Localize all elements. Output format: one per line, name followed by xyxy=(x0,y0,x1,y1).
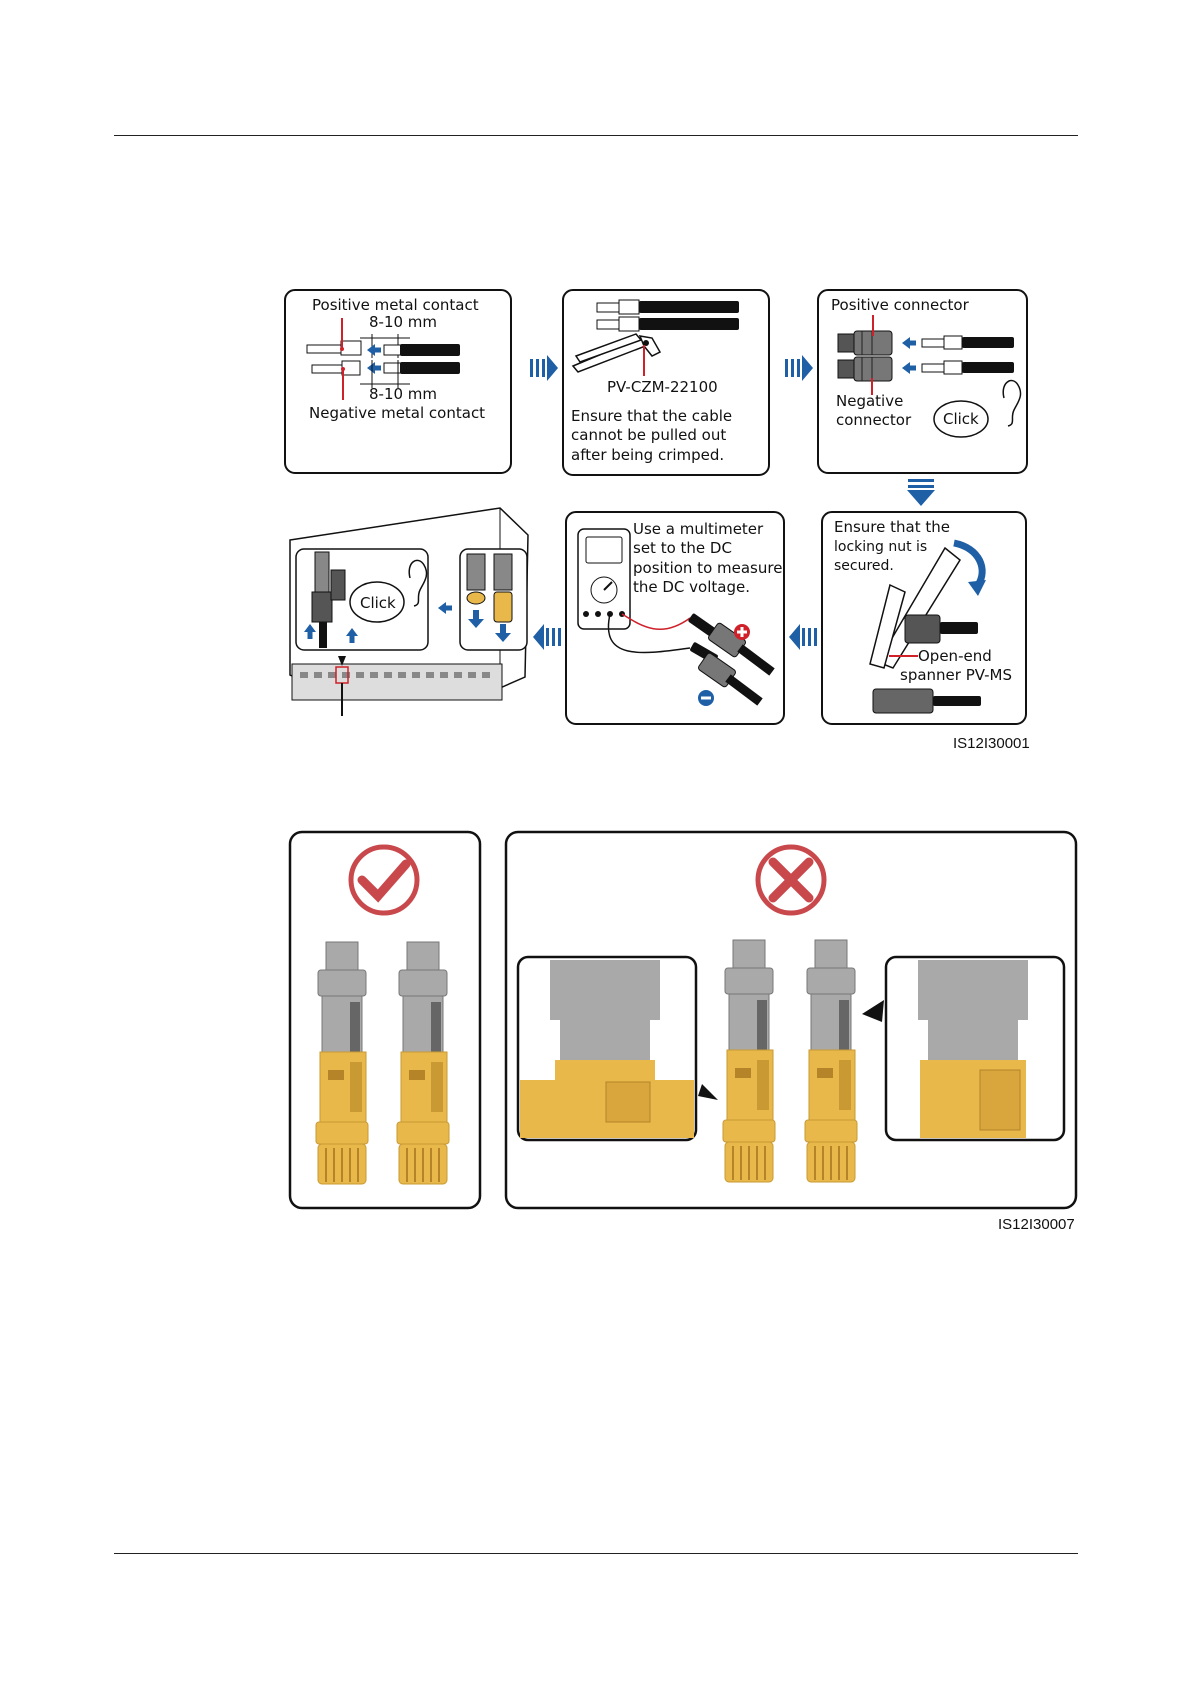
connector-incorrect-1 xyxy=(722,939,776,1183)
label-negative-metal-contact: Negative metal contact xyxy=(309,404,485,422)
label-positive-metal-contact: Positive metal contact xyxy=(312,296,479,314)
figure-id-1: IS12I30001 xyxy=(953,735,1030,752)
footer-rule xyxy=(114,1553,1078,1554)
connector-incorrect-2 xyxy=(804,939,858,1183)
label-positive-connector: Positive connector xyxy=(831,296,970,314)
label-dim-top: 8-10 mm xyxy=(369,313,437,331)
arrow-right-icon xyxy=(785,355,813,381)
label-crimp-note-3: after being crimped. xyxy=(571,446,724,464)
label-multimeter-2: set to the DC xyxy=(633,539,732,557)
check-circle-icon xyxy=(348,844,420,916)
arrow-right-icon xyxy=(530,355,558,381)
panel-crimping: PV-CZM-22100 Ensure that the cable canno… xyxy=(562,289,770,476)
speech-bubble-icon xyxy=(933,400,989,438)
speech-bubble-icon xyxy=(349,581,405,623)
label-crimp-tool: PV-CZM-22100 xyxy=(607,378,718,396)
panel-incorrect xyxy=(504,830,1078,1210)
label-multimeter-4: the DC voltage. xyxy=(633,578,750,596)
ear-icon xyxy=(408,559,428,607)
label-spanner-2: spanner PV-MS xyxy=(900,666,1012,684)
label-click: Click xyxy=(943,410,979,428)
connector-correct-2 xyxy=(396,941,450,1185)
label-dim-bottom: 8-10 mm xyxy=(369,385,437,403)
figure-connector-check xyxy=(288,830,1078,1210)
arrow-left-icon xyxy=(367,344,381,356)
arrow-left-icon xyxy=(789,624,817,650)
label-multimeter-3: position to measure xyxy=(633,559,782,577)
panel-tighten-nut: Ensure that the locking nut is secured. … xyxy=(821,511,1027,725)
panel-connector-insert: Positive connector Negative connector Cl… xyxy=(817,289,1028,474)
ear-icon xyxy=(1002,379,1022,427)
arrow-left-icon xyxy=(367,362,381,374)
label-negative-connector-2: connector xyxy=(836,411,912,429)
arrow-left-icon xyxy=(902,337,916,349)
label-tighten-note-2: locking nut is xyxy=(834,539,927,555)
label-negative-connector-1: Negative xyxy=(836,392,903,410)
arrow-left-icon xyxy=(902,362,916,374)
panel-correct xyxy=(288,830,482,1210)
panel-metal-contacts: Positive metal contact 8-10 mm 8-10 mm N… xyxy=(284,289,512,474)
figure-connector-installation: Positive metal contact 8-10 mm 8-10 mm N… xyxy=(284,289,1028,725)
label-click-inverter: Click xyxy=(360,594,396,612)
label-crimp-note-2: cannot be pulled out xyxy=(571,426,726,444)
arrow-down-icon xyxy=(907,479,935,506)
arrow-left-icon xyxy=(533,624,561,650)
cross-circle-icon xyxy=(755,844,827,916)
panel-inverter: Click xyxy=(289,507,529,716)
label-crimp-note-1: Ensure that the cable xyxy=(571,407,732,425)
panel-multimeter: Use a multimeter set to the DC position … xyxy=(565,511,785,725)
label-tighten-note-1: Ensure that the xyxy=(834,518,950,536)
header-rule xyxy=(114,135,1078,136)
label-spanner-1: Open-end xyxy=(918,647,992,665)
connector-correct-1 xyxy=(315,941,369,1185)
label-multimeter-1: Use a multimeter xyxy=(633,520,764,538)
figure-id-2: IS12I30007 xyxy=(998,1216,1075,1233)
label-tighten-note-3: secured. xyxy=(834,558,894,574)
